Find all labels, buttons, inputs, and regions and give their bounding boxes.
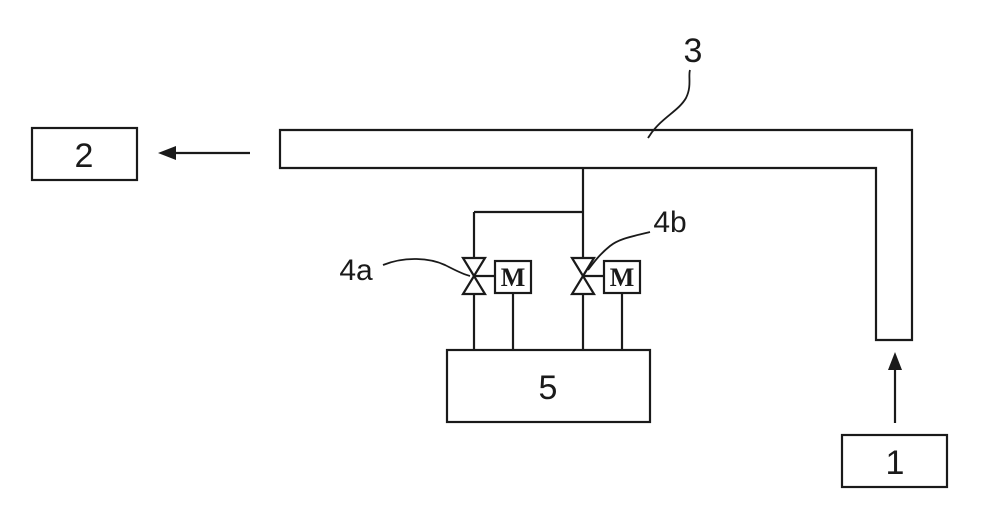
box-2: 2 xyxy=(32,128,137,180)
arrow-to-box-2 xyxy=(158,146,250,160)
box-5: 5 xyxy=(447,350,650,422)
arrow-from-box-1 xyxy=(888,352,902,423)
motor-4a: M xyxy=(495,261,531,350)
label-4b: 4b xyxy=(653,206,686,239)
motor-4b-label: M xyxy=(610,263,635,292)
leader-4a xyxy=(383,259,470,276)
branch-pipes xyxy=(474,168,583,258)
leader-3 xyxy=(648,70,690,138)
label-4a: 4a xyxy=(339,254,373,287)
valve-4b xyxy=(572,258,604,350)
motor-4a-label: M xyxy=(501,263,526,292)
motor-4b: M xyxy=(604,261,640,350)
box-1-label: 1 xyxy=(886,444,905,482)
duct-3 xyxy=(280,130,912,340)
box-2-label: 2 xyxy=(75,137,94,175)
box-5-label: 5 xyxy=(539,369,558,407)
label-3: 3 xyxy=(684,32,703,70)
box-1: 1 xyxy=(842,435,947,487)
valve-4a xyxy=(463,258,495,350)
